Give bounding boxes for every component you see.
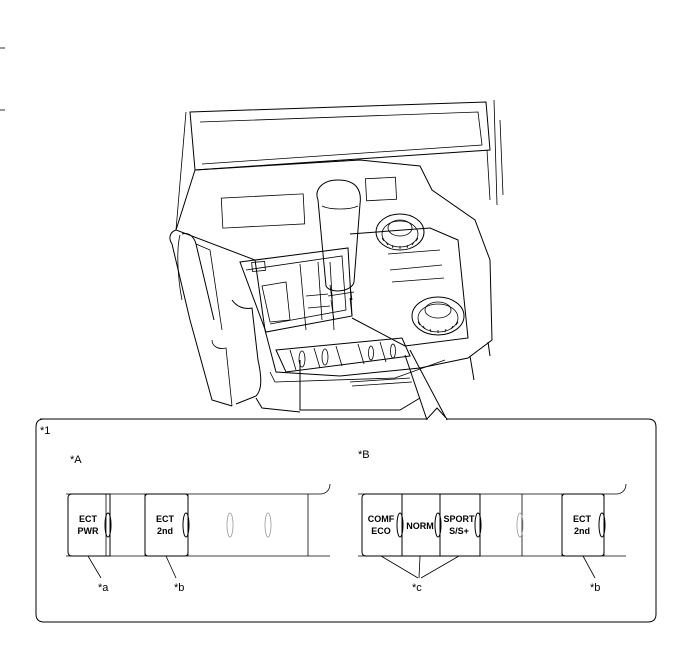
norm-label: NORM	[406, 521, 434, 531]
norm-switch: NORM	[401, 493, 442, 557]
comf-eco-label-1: COMF	[368, 514, 395, 524]
comf-eco-switch: COMF ECO	[361, 493, 404, 557]
sport-label-1: SPORT	[443, 514, 475, 524]
leader-a	[87, 555, 102, 579]
sport-label-2: S/S+	[449, 526, 469, 536]
callout-label-b1: *b	[174, 582, 184, 594]
ect-pwr-label-2: PWR	[78, 526, 99, 536]
ect-2nd-b-label-2: 2nd	[574, 526, 590, 536]
callout-label-a: *a	[98, 582, 109, 594]
sport-switch: SPORT S/S+	[439, 493, 482, 557]
detail-callout-box	[35, 407, 657, 623]
callout-pointer	[409, 349, 448, 421]
leader-b2	[582, 555, 596, 579]
console-switch-row	[275, 337, 411, 373]
comf-eco-label-2: ECO	[371, 526, 391, 536]
callout-label-1: *1	[40, 425, 50, 437]
callout-pointer	[404, 354, 428, 421]
ect-2nd-switch-b: ECT 2nd	[561, 493, 606, 557]
leader-b1	[165, 555, 177, 579]
view-label-b: *B	[358, 449, 370, 461]
leader-c	[380, 555, 419, 579]
ect-pwr-switch: ECT PWR	[67, 493, 112, 557]
ect-pwr-label-1: ECT	[79, 514, 98, 524]
center-console-illustration	[169, 99, 504, 421]
view-label-a: *A	[70, 454, 82, 466]
upper-dial	[375, 213, 425, 251]
callout-label-b2: *b	[590, 582, 600, 594]
leader-c	[420, 555, 460, 579]
ect-2nd-a-label-1: ECT	[156, 514, 175, 524]
ect-2nd-b-label-1: ECT	[573, 514, 592, 524]
lower-dial	[411, 296, 465, 336]
callout-label-c: *c	[412, 582, 422, 594]
leader-c	[418, 555, 421, 579]
ect-2nd-a-label-2: 2nd	[157, 526, 173, 536]
ect-2nd-switch-a: ECT 2nd	[144, 493, 190, 557]
